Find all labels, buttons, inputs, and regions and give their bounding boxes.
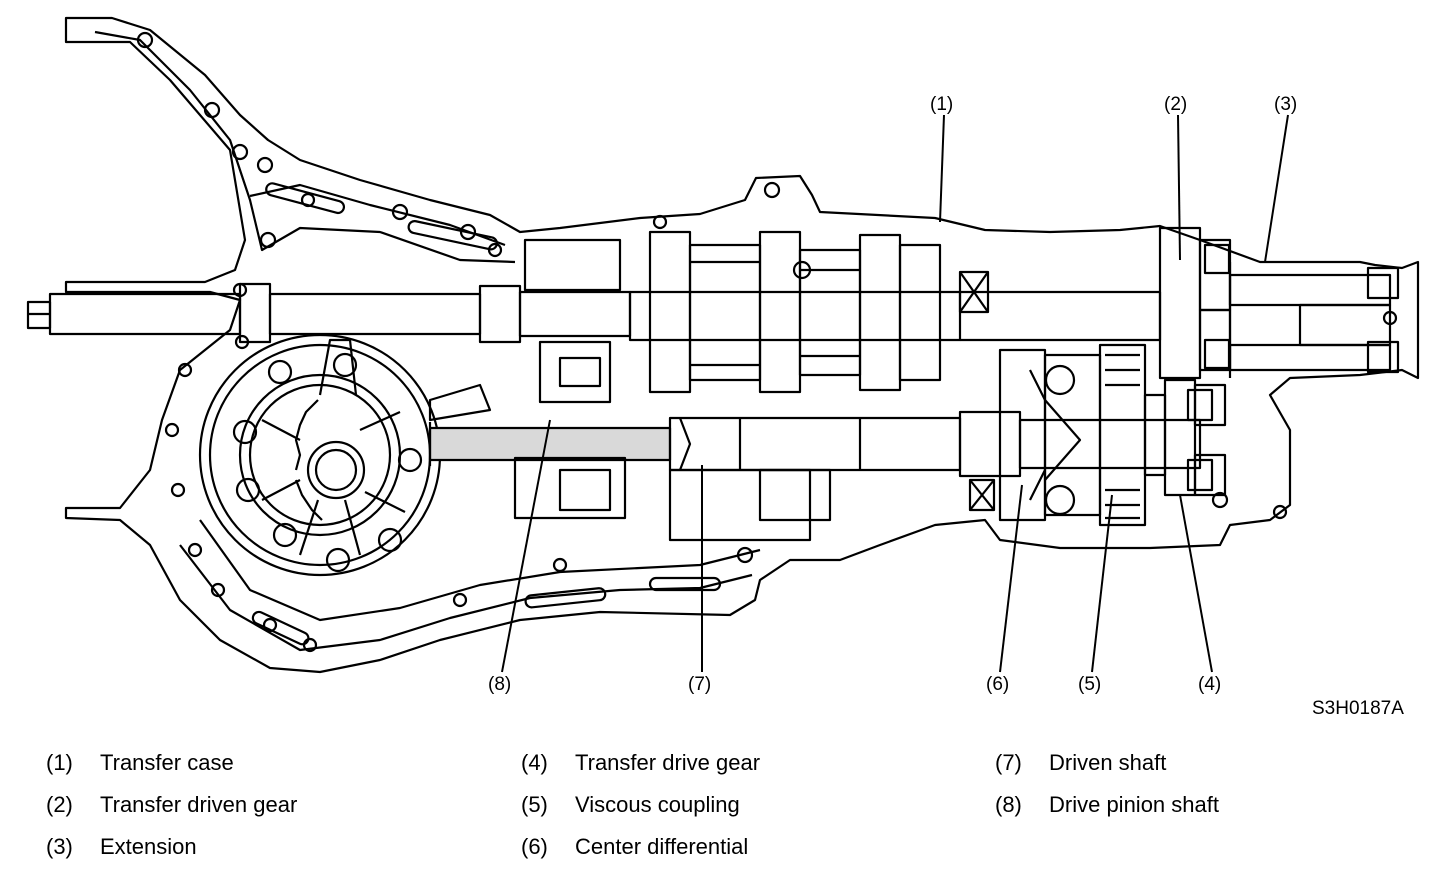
viscous-coupling: [1098, 343, 1167, 527]
bearings: [958, 243, 1231, 512]
legend-label: Transfer case: [100, 750, 234, 775]
extension-output: [1228, 262, 1400, 378]
housing-bolt-holes: [136, 31, 1288, 653]
callout-8: (8): [488, 674, 511, 695]
driven-shaft: [428, 383, 1202, 542]
legend-num: (2): [46, 792, 73, 817]
legend-label: Viscous coupling: [575, 792, 740, 817]
legend-label: Center differential: [575, 834, 749, 859]
legend-num: (5): [521, 792, 548, 817]
leader-lines: [501, 114, 1289, 673]
legend-num: (8): [995, 792, 1022, 817]
callout-3: (3): [1274, 94, 1297, 115]
legend-label: Transfer driven gear: [100, 792, 298, 817]
legend-label: Extension: [100, 834, 197, 859]
callout-1: (1): [930, 94, 953, 115]
input-gear-sets: [523, 230, 942, 404]
parts-legend: (1) Transfer case (2) Transfer driven ge…: [0, 740, 1456, 876]
figure-id: S3H0187A: [1312, 698, 1404, 719]
housing-outline: [64, 16, 1420, 674]
legend-num: (7): [995, 750, 1022, 775]
final-drive-ring-gear: [198, 333, 442, 577]
legend-num: (3): [46, 834, 73, 859]
legend-label: Transfer drive gear: [575, 750, 761, 775]
legend-num: (4): [521, 750, 548, 775]
center-differential: [998, 348, 1102, 522]
callout-6: (6): [986, 674, 1009, 695]
legend-label: Drive pinion shaft: [1049, 792, 1219, 817]
callout-7: (7): [688, 674, 711, 695]
callout-5: (5): [1078, 674, 1101, 695]
transfer-gears: [1158, 226, 1232, 497]
housing-slots: [251, 182, 722, 646]
legend-num: (6): [521, 834, 548, 859]
legend-num: (1): [46, 750, 73, 775]
callout-4: (4): [1198, 674, 1221, 695]
legend-label: Driven shaft: [1049, 750, 1167, 775]
callout-2: (2): [1164, 94, 1187, 115]
housing-rib: [94, 30, 516, 264]
